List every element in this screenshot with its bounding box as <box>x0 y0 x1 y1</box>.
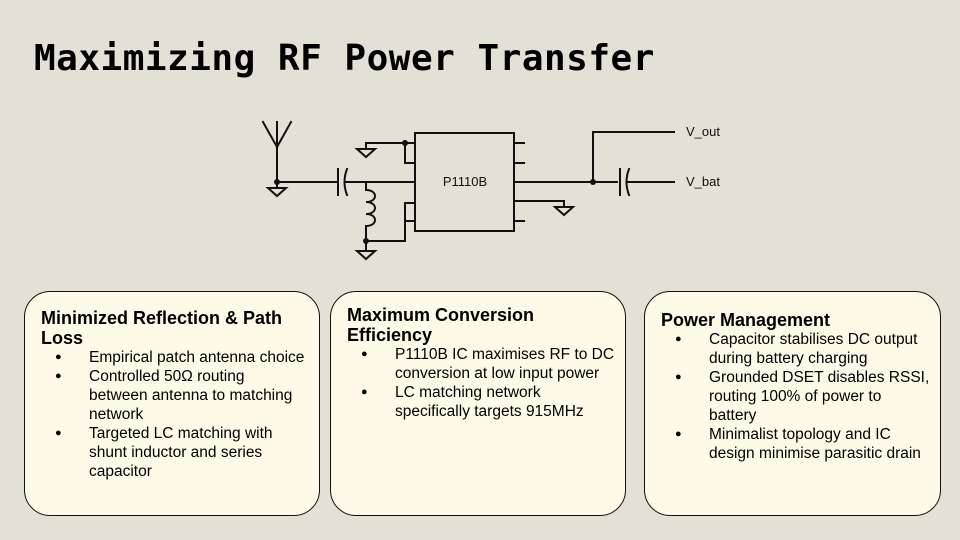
ground-icon-ic-top <box>354 148 378 159</box>
ic-label: P1110B <box>443 174 487 189</box>
card-reflection-path-loss: Minimized Reflection & Path Loss Empiric… <box>24 291 320 516</box>
list-item: Minimalist topology and IC design minimi… <box>661 425 930 463</box>
vout-label: V_out <box>686 124 720 139</box>
output-capacitor <box>619 167 631 197</box>
list-item: Grounded DSET disables RSSI, routing 100… <box>661 368 930 425</box>
card-conversion-efficiency: Maximum Conversion Efficiency P1110B IC … <box>330 291 626 516</box>
vbat-label: V_bat <box>686 174 720 189</box>
shunt-inductor <box>364 188 376 228</box>
slide-title: Maximizing RF Power Transfer <box>34 38 655 79</box>
card-power-management: Power Management Capacitor stabilises DC… <box>644 291 941 516</box>
list-item: P1110B IC maximises RF to DC conversion … <box>347 345 615 383</box>
list-item: Targeted LC matching with shunt inductor… <box>41 424 309 481</box>
list-item: LC matching network specifically targets… <box>347 383 615 421</box>
list-item: Empirical patch antenna choice <box>41 348 309 367</box>
card-heading: Maximum Conversion Efficiency <box>347 305 535 345</box>
list-item: Capacitor stabilises DC output during ba… <box>661 330 930 368</box>
antenna-icon <box>261 120 293 183</box>
card-heading: Power Management <box>661 310 831 330</box>
list-item: Controlled 50Ω routing between antenna t… <box>41 367 309 424</box>
ground-icon-inductor <box>354 250 378 261</box>
ground-icon-ic-right <box>552 206 576 217</box>
card-heading: Minimized Reflection & Path Loss <box>41 308 283 348</box>
series-capacitor <box>337 167 349 197</box>
